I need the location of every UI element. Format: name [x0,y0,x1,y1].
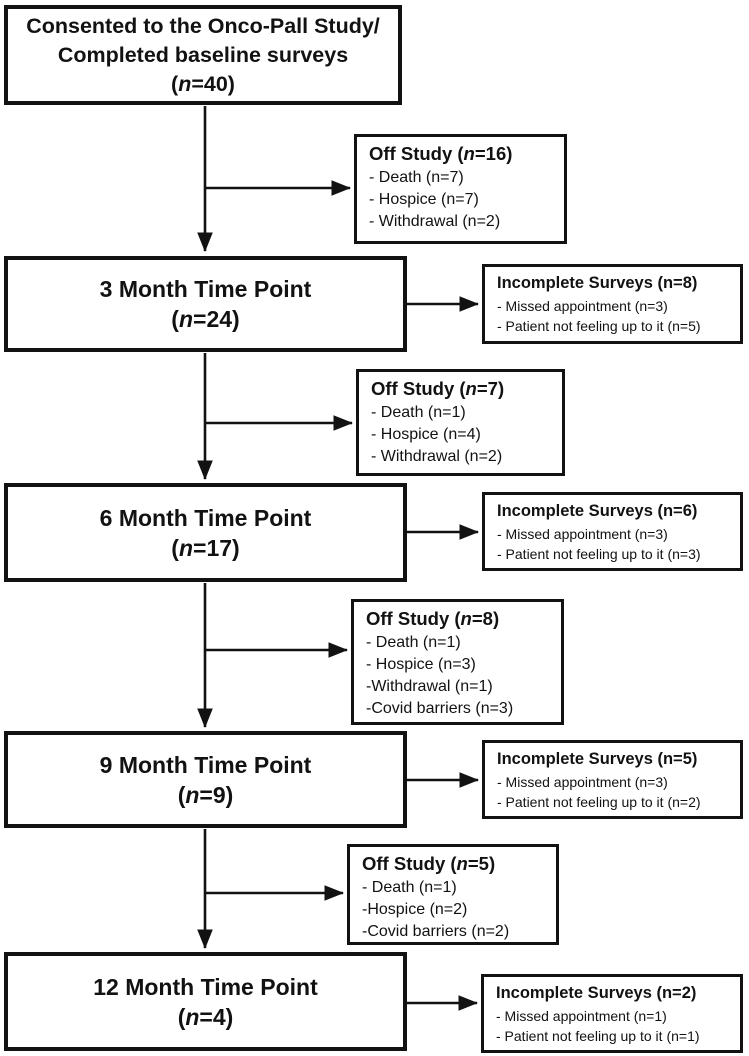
n-value: =40) [191,71,235,96]
incomplete-item: - Patient not feeling up to it (n=3) [497,546,701,562]
n-var: n [178,71,192,96]
paren-open: ( [171,306,179,332]
timepoint-n-count: (n=4) [178,1002,234,1032]
timepoint-box-3month: 3 Month Time Point (n=24) [4,256,407,352]
off-study-item: -Covid barriers (n=2) [362,923,510,940]
incomplete-surveys-box-2: Incomplete Surveys (n=6) - Missed appoin… [482,492,743,571]
n-value: =16) [474,143,513,164]
off-study-title-2: Off Study (n=7) [371,378,552,400]
title-text: Off Study ( [369,143,464,164]
consent-n-count: (n=40) [171,70,235,99]
paren-open: ( [177,781,186,808]
off-study-box-2: Off Study (n=7) - Death (n=1) - Hospice … [356,369,565,476]
incomplete-item: - Patient not feeling up to it (n=1) [496,1028,700,1044]
n-value: =9) [199,781,234,808]
n-value: =5) [467,853,496,874]
n-value: =24) [193,306,240,332]
paren-open: ( [177,1003,186,1030]
n-var: n [178,534,194,561]
off-study-title-1: Off Study (n=16) [369,143,554,165]
off-study-item: - Hospice (n=4) [371,426,481,443]
incomplete-item: - Missed appointment (n=3) [497,774,668,790]
off-study-item: -Covid barriers (n=3) [366,700,514,717]
incomplete-surveys-box-4: Incomplete Surveys (n=2) - Missed appoin… [481,974,743,1053]
off-study-title-3: Off Study (n=8) [366,608,551,630]
timepoint-title: 3 Month Time Point [99,276,312,302]
incomplete-surveys-title: Incomplete Surveys (n=8) [497,274,698,292]
off-study-item: -Withdrawal (n=1) [366,678,493,695]
timepoint-title: 12 Month Time Point [93,973,318,1000]
timepoint-title: 6 Month Time Point [99,504,312,531]
n-var: n [185,781,200,808]
off-study-item: - Death (n=1) [371,404,466,421]
incomplete-item: - Missed appointment (n=3) [497,298,668,314]
paren-open: ( [171,534,179,561]
timepoint-title: 9 Month Time Point [99,751,312,778]
n-var: n [463,143,475,164]
incomplete-surveys-title: Incomplete Surveys (n=6) [497,502,698,520]
off-study-item: - Death (n=1) [362,879,457,896]
n-value: =17) [193,534,240,561]
timepoint-box-9month: 9 Month Time Point (n=9) [4,731,407,828]
off-study-box-3: Off Study (n=8) - Death (n=1) - Hospice … [351,599,564,725]
title-text: Off Study ( [362,853,457,874]
off-study-title-4: Off Study (n=5) [362,853,546,875]
n-var: n [460,608,472,629]
incomplete-item: - Missed appointment (n=1) [496,1008,667,1024]
n-value: =7) [476,378,505,399]
off-study-item: - Withdrawal (n=2) [369,213,501,230]
off-study-item: - Death (n=1) [366,634,461,651]
n-value: =8) [471,608,500,629]
incomplete-surveys-box-1: Incomplete Surveys (n=8) - Missed appoin… [482,264,743,344]
off-study-box-1: Off Study (n=16) - Death (n=7) - Hospice… [354,134,567,244]
title-text: Off Study ( [366,608,461,629]
n-var: n [465,378,477,399]
timepoint-n-count: (n=17) [171,533,239,563]
incomplete-item: - Patient not feeling up to it (n=5) [497,318,701,334]
timepoint-box-6month: 6 Month Time Point (n=17) [4,483,407,582]
off-study-item: - Death (n=7) [369,169,464,186]
timepoint-box-12month: 12 Month Time Point (n=4) [4,952,407,1051]
paren-open: ( [171,71,179,96]
off-study-item: -Hospice (n=2) [362,901,468,918]
consent-line-1: Consented to the Onco-Pall Study/ [26,13,380,38]
incomplete-surveys-title: Incomplete Surveys (n=5) [497,750,698,768]
off-study-item: - Hospice (n=3) [366,656,476,673]
timepoint-n-count: (n=9) [178,780,234,810]
off-study-box-4: Off Study (n=5) - Death (n=1) -Hospice (… [347,844,559,945]
consent-line-2: Completed baseline surveys [57,42,349,67]
off-study-item: - Withdrawal (n=2) [371,448,503,465]
timepoint-n-count: (n=24) [171,304,239,334]
n-var: n [185,1003,200,1030]
incomplete-surveys-title: Incomplete Surveys (n=2) [496,984,697,1002]
incomplete-surveys-box-3: Incomplete Surveys (n=5) - Missed appoin… [482,740,743,819]
n-value: =4) [199,1003,234,1030]
consent-box: Consented to the Onco-Pall Study/ Comple… [4,5,402,105]
incomplete-item: - Missed appointment (n=3) [497,526,668,542]
title-text: Off Study ( [371,378,466,399]
off-study-item: - Hospice (n=7) [369,191,479,208]
n-var: n [456,853,468,874]
incomplete-item: - Patient not feeling up to it (n=2) [497,794,701,810]
n-var: n [178,306,194,332]
